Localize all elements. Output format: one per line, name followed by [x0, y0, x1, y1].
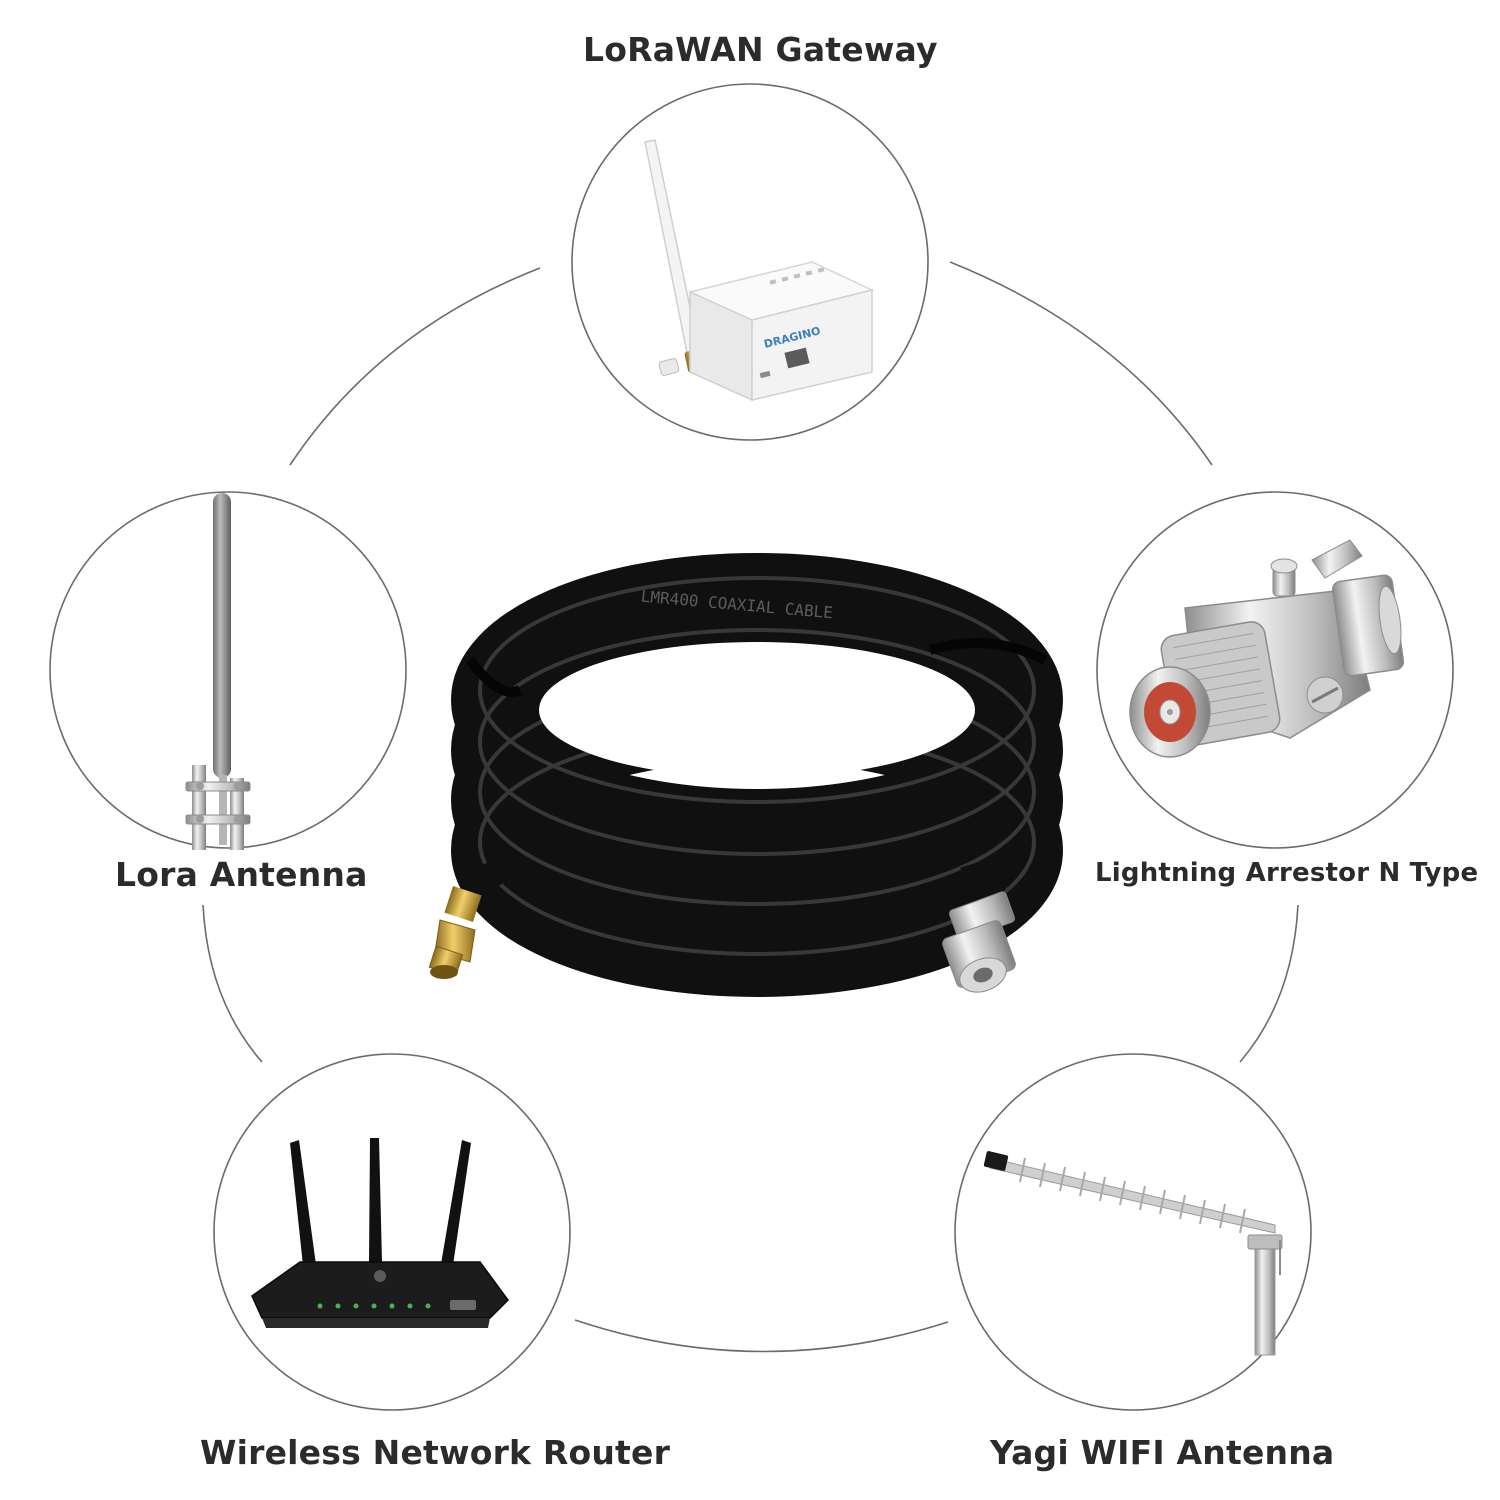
- gateway-device: DRAGINO: [644, 139, 875, 402]
- connection-arcs: [202, 261, 1299, 1353]
- label-wireless-router: Wireless Network Router: [200, 1433, 671, 1472]
- circle-router: [213, 1053, 571, 1411]
- gateway-ethernet-port: [784, 347, 810, 369]
- n-female-connector: [942, 891, 1016, 993]
- lora-antenna-radome: [213, 493, 231, 778]
- lora-mast-pole: [192, 765, 206, 850]
- router-antenna-center: [369, 1138, 382, 1262]
- circle-arrestor: [1096, 491, 1454, 849]
- circle-yagi: [954, 1053, 1312, 1411]
- label-lightning-arrestor: Lightning Arrestor N Type: [1095, 858, 1479, 888]
- yagi-end-cap: [983, 1151, 1009, 1171]
- circle-gateway: [571, 83, 929, 441]
- circle-lora: [49, 491, 407, 849]
- arc-router-yagi: [574, 1319, 949, 1353]
- arc-gateway-lora: [289, 267, 541, 466]
- router-device: [251, 1138, 509, 1328]
- label-yagi-antenna: Yagi WIFI Antenna: [990, 1433, 1335, 1472]
- node-circles: [49, 83, 1454, 1411]
- coax-cable: LMR400 COAXIAL CABLE: [428, 553, 1063, 997]
- yagi-mast: [1254, 1234, 1276, 1356]
- yagi-device: [983, 1151, 1283, 1356]
- arrestor-device: [1129, 539, 1405, 758]
- router-antenna-right: [440, 1140, 471, 1272]
- label-lorawan-gateway: LoRaWAN Gateway: [583, 30, 938, 69]
- router-antenna-left: [290, 1140, 317, 1275]
- arc-gateway-arrestor: [949, 261, 1213, 466]
- label-lora-antenna: Lora Antenna: [115, 855, 368, 894]
- yagi-elements: [1019, 1157, 1246, 1234]
- sma-connector: [428, 886, 482, 979]
- arc-arrestor-yagi: [1239, 904, 1299, 1063]
- arc-lora-router: [202, 904, 263, 1063]
- yagi-boom: [989, 1157, 1276, 1234]
- lora-antenna-device: [185, 493, 251, 850]
